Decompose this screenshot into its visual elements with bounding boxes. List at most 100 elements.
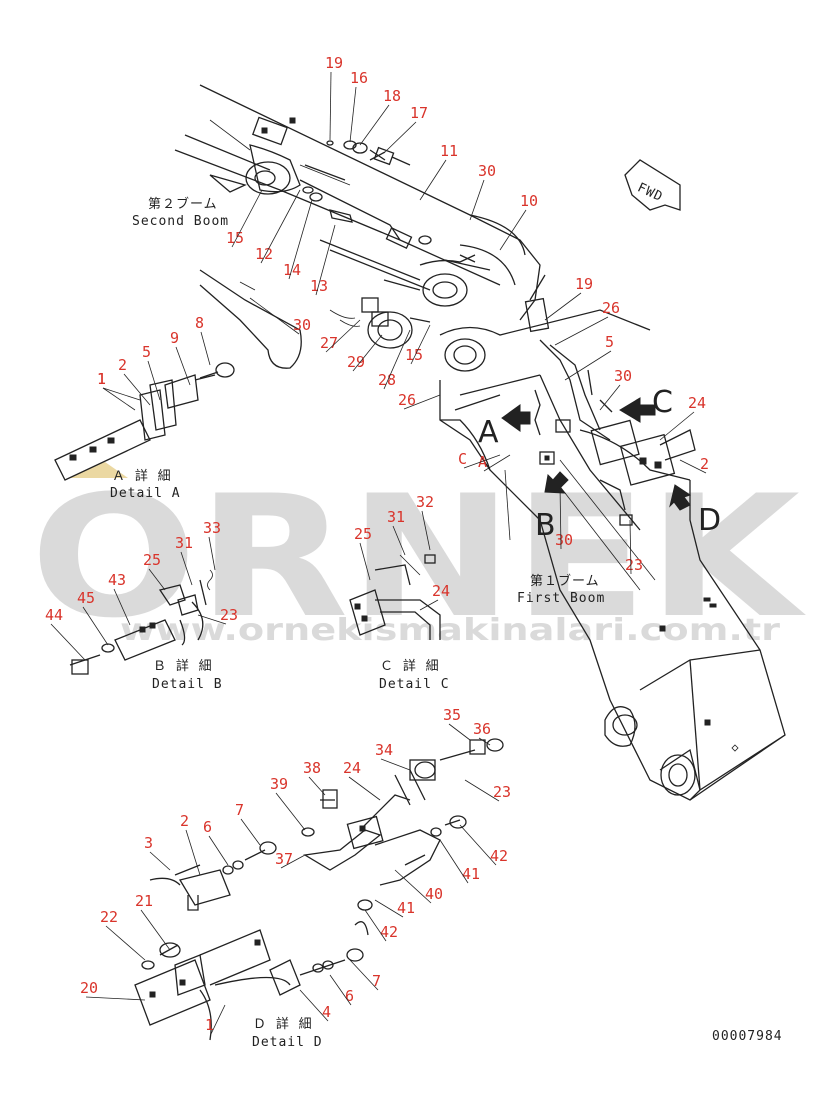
leader-line bbox=[280, 854, 306, 869]
callout-number: 30 bbox=[614, 367, 632, 385]
callout-number: 5 bbox=[605, 333, 614, 351]
callout-number: 30 bbox=[478, 162, 496, 180]
callout-number: 43 bbox=[108, 571, 126, 589]
second-boom-drawing bbox=[174, 84, 541, 369]
leader-line bbox=[197, 614, 227, 625]
callout-number: 45 bbox=[77, 589, 95, 607]
leader-line bbox=[240, 818, 261, 846]
leader-line bbox=[180, 551, 193, 586]
callout-number: 1 bbox=[205, 1016, 214, 1034]
callout-number: 35 bbox=[443, 706, 461, 724]
callout-number: 25 bbox=[354, 525, 372, 543]
leader-line bbox=[564, 350, 612, 381]
callout-number: 26 bbox=[602, 299, 620, 317]
leader-line bbox=[419, 599, 439, 611]
view-label-b: B bbox=[535, 508, 556, 543]
leader-line bbox=[419, 159, 447, 201]
top-fastener-stack bbox=[302, 140, 476, 263]
leader-line bbox=[421, 510, 431, 551]
callout-number: 41 bbox=[397, 899, 415, 917]
callout-number: 2 bbox=[180, 812, 189, 830]
leader-line bbox=[315, 224, 336, 296]
leader-line bbox=[464, 779, 500, 802]
callout-number: 15 bbox=[226, 229, 244, 247]
callout-number: 21 bbox=[135, 892, 153, 910]
callout-number: 12 bbox=[255, 245, 273, 263]
callout-number: 30 bbox=[555, 531, 573, 549]
leader-line bbox=[329, 974, 352, 1006]
second-boom-jp: 第２ブーム bbox=[148, 196, 218, 212]
callout-number: 19 bbox=[575, 275, 593, 293]
leader-line bbox=[392, 525, 406, 556]
first-boom-jp: 第１ブーム bbox=[530, 573, 600, 589]
callout-number: 24 bbox=[688, 394, 706, 412]
leader-line bbox=[410, 324, 431, 365]
leader-line bbox=[554, 316, 609, 346]
watermark-url: www.ornekismakinalari.com.tr bbox=[120, 613, 780, 648]
leader-line bbox=[275, 792, 306, 831]
callout-number: 22 bbox=[100, 908, 118, 926]
detail-c-en: Detail C bbox=[379, 677, 450, 692]
callout-number: 33 bbox=[203, 519, 221, 537]
callout-number: 16 bbox=[350, 69, 368, 87]
leader-line bbox=[383, 329, 411, 390]
leader-line bbox=[499, 209, 527, 251]
leader-line bbox=[105, 925, 146, 961]
leader-line bbox=[148, 568, 166, 591]
leader-line bbox=[359, 542, 371, 581]
watermark-logo-mark bbox=[68, 462, 128, 478]
leader-line bbox=[384, 121, 417, 153]
view-label-d: D bbox=[698, 503, 721, 538]
leader-line bbox=[260, 189, 301, 264]
leader-line bbox=[308, 776, 326, 796]
leader-line bbox=[448, 723, 471, 741]
leader-line bbox=[185, 829, 201, 876]
callout-number: 10 bbox=[520, 192, 538, 210]
callout-number: 23 bbox=[493, 783, 511, 801]
leader-line bbox=[559, 484, 562, 550]
callout-number: 7 bbox=[372, 972, 381, 990]
callout-number: C bbox=[458, 450, 467, 468]
callout-number: 38 bbox=[303, 759, 321, 777]
callout-number: 37 bbox=[275, 850, 293, 868]
leader-line bbox=[210, 1004, 226, 1035]
leader-line bbox=[659, 411, 695, 441]
detail-b-en: Detail B bbox=[152, 677, 223, 692]
leader-line bbox=[439, 839, 469, 884]
callout-number: 9 bbox=[170, 329, 179, 347]
leader-line bbox=[325, 319, 361, 353]
callout-number: 2 bbox=[700, 455, 709, 473]
leader-line bbox=[50, 623, 86, 661]
leader-line bbox=[140, 909, 171, 951]
callout-number: 23 bbox=[625, 556, 643, 574]
callout-number: 40 bbox=[425, 885, 443, 903]
first-boom-drawing bbox=[439, 274, 786, 801]
detail-c-jp: Ｃ 詳 細 bbox=[380, 658, 440, 674]
leader-line bbox=[249, 297, 300, 335]
callout-number: 25 bbox=[143, 551, 161, 569]
leader-line bbox=[394, 869, 432, 904]
callout-number: 1 bbox=[97, 370, 106, 388]
callout-number: 6 bbox=[345, 987, 354, 1005]
leader-line bbox=[231, 189, 263, 248]
leader-line bbox=[599, 384, 621, 411]
callout-number: 17 bbox=[410, 104, 428, 122]
callout-number: 32 bbox=[416, 493, 434, 511]
callout-number: 6 bbox=[203, 818, 212, 836]
leader-line bbox=[483, 454, 511, 472]
detail-a-jp: Ａ 詳 細 bbox=[112, 468, 172, 484]
detail-d-jp: Ｄ 詳 細 bbox=[253, 1016, 313, 1032]
callout-number: 8 bbox=[195, 314, 204, 332]
detail-b-drawing bbox=[69, 569, 213, 675]
leader-line bbox=[82, 606, 109, 646]
callout-number: 42 bbox=[380, 923, 398, 941]
callout-number: A bbox=[478, 453, 487, 471]
callout-number: 13 bbox=[310, 277, 328, 295]
callout-number: 26 bbox=[398, 391, 416, 409]
leader-line bbox=[359, 104, 390, 146]
fwd-indicator: FWD bbox=[624, 159, 681, 211]
leader-line bbox=[208, 835, 229, 866]
leader-line bbox=[364, 909, 387, 942]
